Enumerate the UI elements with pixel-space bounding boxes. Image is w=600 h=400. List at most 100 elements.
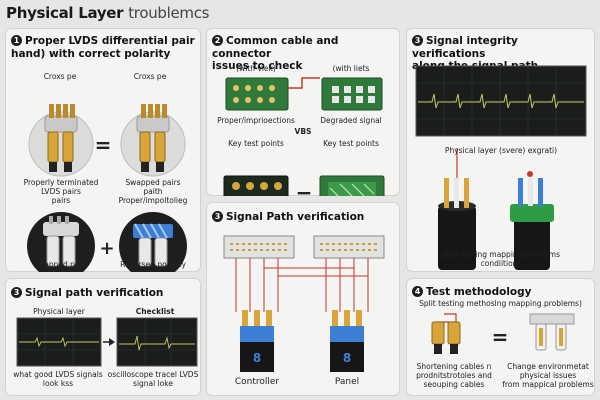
signal-path-diagram: 8 8	[223, 235, 385, 372]
label-degraded: Degraded signal	[320, 116, 382, 125]
left-caption-2: LVDS pairs	[41, 187, 81, 196]
left-connector-header	[223, 235, 295, 259]
swapped-connector-icon	[120, 104, 186, 177]
right-caption-3: Proper/impoltolieg	[118, 196, 188, 205]
label-key1: Key test points	[228, 139, 284, 148]
caption-split-1: Split testing mapping protiioms	[442, 250, 560, 259]
caption-left-2: look kss	[42, 379, 74, 388]
caption-left: Shortening cables n prodnitstrotoles and…	[408, 362, 500, 389]
equals-symbol: =	[296, 183, 313, 196]
label-panel: Panel	[334, 377, 360, 387]
left-caption-1: Properly terminated	[23, 178, 99, 187]
scope-and-cables	[415, 65, 587, 270]
svg-text:8: 8	[253, 351, 261, 365]
caption-right: oscilloscope tracel LVDS signal loke	[105, 370, 201, 388]
controller-cable-icon: 8	[240, 310, 274, 372]
caption-right-2: signal loke	[133, 379, 173, 388]
red-trace	[288, 77, 320, 89]
step-number: 3	[412, 35, 423, 46]
methodology-illustrations: =	[431, 313, 575, 354]
reversed-polarity-cable-icon	[119, 212, 187, 272]
label-with-liets: (with liets	[332, 64, 370, 73]
equals-symbol: =	[492, 325, 509, 349]
equals-symbol: =	[95, 133, 112, 157]
heading-line-2: hand) with correct polarity	[11, 47, 171, 60]
caption-left: what good LVDS signals look kss	[9, 370, 107, 388]
left-caption-3: pairs	[51, 196, 71, 205]
left-top-label: Croxs pe	[43, 72, 77, 81]
right-caption: Swapped pairs paith Proper/impoltolieg	[103, 178, 201, 205]
step-number: 2	[212, 35, 223, 46]
label-proper: Proper/imprioections	[217, 116, 295, 125]
heading-line-2: issues to check	[212, 60, 303, 72]
caption-left-1: what good LVDS signals	[13, 370, 103, 379]
terminated-connector-icon	[28, 104, 94, 177]
bottom-right-caption: Reversed polarity	[120, 260, 186, 269]
left-caption: Properly terminated LVDS pairs pairs	[11, 178, 111, 205]
caption-right-3: from mappical problems	[502, 380, 594, 389]
caption-left-3: seouping cables	[423, 380, 485, 389]
panel-cable-icon: 8	[330, 310, 364, 372]
title-main: Physical Layer	[6, 4, 124, 22]
caption-right-2: physical issues	[519, 371, 577, 380]
caption-left-2: prodnitstrotoles and	[416, 371, 492, 380]
scope-left-icon	[16, 317, 102, 367]
label-physical: Physical layer	[33, 307, 85, 316]
heading: Test methodology	[426, 286, 532, 298]
page-title: Physical Layer troublemcs	[6, 4, 210, 22]
label-vbs: VBS	[294, 127, 312, 136]
heading-line-1: Signal integrity verifications	[412, 35, 518, 60]
title-sub: troublemcs	[128, 4, 210, 22]
caption-right-1: oscilloscope tracel LVDS	[107, 370, 199, 379]
step-number: 1	[11, 35, 22, 46]
heading-line-1: Common cable and connector	[212, 35, 339, 60]
green-cable-right-icon	[510, 171, 554, 270]
step-number: 3	[212, 211, 223, 222]
right-top-label: Croxs pe	[133, 72, 167, 81]
caption-physical: Physical layer (svere) exgrati)	[444, 146, 558, 155]
label-with-viek: (with viek)	[236, 64, 276, 73]
pcb-degraded-icon	[321, 77, 383, 111]
subtitle: Split testing methoslng mapping problems…	[419, 299, 582, 308]
label-controller: Controller	[234, 377, 280, 387]
oscilloscope-screen-icon	[415, 65, 587, 137]
right-caption-1: Swapped pairs	[125, 178, 181, 187]
plus-symbol: +	[99, 238, 114, 259]
caption-right: Change environmetat physical issues from…	[502, 362, 594, 389]
bottom-left-caption: Swapped pairs	[33, 260, 89, 269]
connector-illustrations: = +	[27, 104, 187, 272]
label-checklist: Checklist	[135, 307, 175, 316]
right-connector-header	[313, 235, 385, 259]
label-key2: Key test points	[323, 139, 379, 148]
svg-text:8: 8	[343, 351, 351, 365]
caption-right-1: Change environmetat	[507, 362, 589, 371]
swapped-pairs-cable-icon	[27, 212, 95, 272]
pcb-keypoints-right-icon	[319, 175, 385, 196]
pcb-illustrations: =	[223, 77, 385, 196]
heading-line-1: Proper LVDS differential pair	[25, 35, 195, 47]
pcb-proper-icon	[225, 77, 289, 111]
environment-connector-icon	[529, 313, 575, 351]
heading: Signal Path verification	[226, 211, 365, 223]
black-cable-left-icon	[438, 148, 476, 270]
short-cable-connector-icon	[431, 313, 461, 354]
step-number: 4	[412, 286, 423, 297]
caption-left-1: Shortening cables n	[416, 362, 492, 371]
step-number: 3	[11, 287, 22, 298]
scope-comparison	[16, 317, 198, 367]
caption-split: Split testing mapping protiioms condiiti…	[411, 250, 591, 268]
caption-split-2: condiitions	[480, 259, 522, 268]
right-caption-2: paith	[143, 187, 163, 196]
heading: Signal path verification	[25, 287, 164, 299]
